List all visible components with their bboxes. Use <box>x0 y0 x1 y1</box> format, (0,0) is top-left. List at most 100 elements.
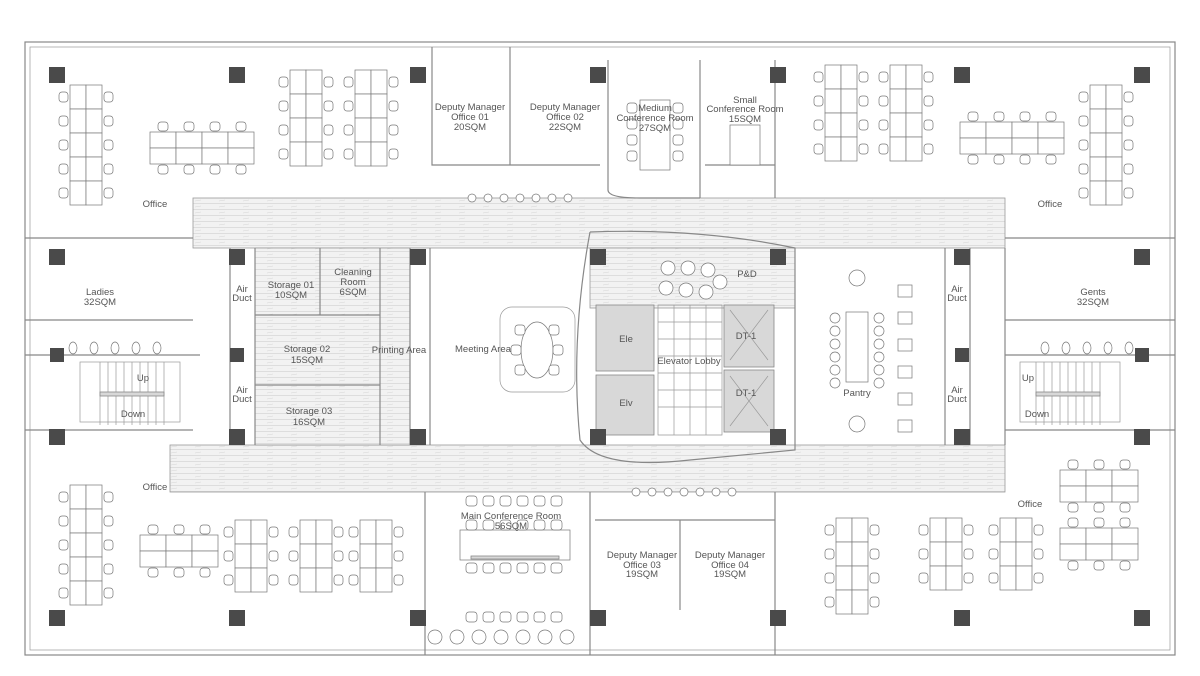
desk <box>1059 543 1087 561</box>
chair <box>388 148 399 160</box>
chair <box>626 150 638 162</box>
label-storage-01: Storage 01 <box>268 280 314 291</box>
desk <box>1085 485 1113 503</box>
chair <box>278 100 289 112</box>
chair <box>388 76 399 88</box>
toilet <box>1124 341 1134 355</box>
label-storage-02-area: 15SQM <box>291 355 323 366</box>
bar-stool <box>897 392 913 406</box>
column <box>410 249 426 265</box>
desk <box>1089 156 1107 182</box>
plant <box>700 262 716 278</box>
chair <box>829 325 841 337</box>
chair <box>58 515 69 527</box>
desk <box>905 64 923 90</box>
chair <box>58 563 69 575</box>
desk <box>905 112 923 138</box>
chair <box>103 539 114 551</box>
label-pantry: Pantry <box>843 388 871 399</box>
chair <box>343 124 354 136</box>
desk <box>959 137 987 155</box>
desk <box>201 131 229 149</box>
desk <box>929 541 947 567</box>
label-stair-right-up: Up <box>1022 373 1034 384</box>
desk <box>985 137 1013 155</box>
desk <box>315 567 333 593</box>
stool <box>547 193 557 203</box>
column <box>770 610 786 626</box>
chair <box>1019 154 1031 165</box>
desk <box>370 117 388 143</box>
label-dm-office-03-area: 19SQM <box>626 569 658 580</box>
desk <box>370 93 388 119</box>
chair <box>499 562 512 574</box>
chair <box>548 364 560 376</box>
desk <box>1105 132 1123 158</box>
plant <box>493 629 509 645</box>
desk <box>315 519 333 545</box>
chair <box>988 548 999 560</box>
column <box>590 429 606 445</box>
desk <box>370 141 388 167</box>
label-stair-left-up: Up <box>137 373 149 384</box>
bar-stool <box>897 284 913 298</box>
chair <box>1123 91 1134 103</box>
chair <box>58 491 69 503</box>
label-main-conference: Main Conference Room <box>461 511 561 522</box>
chair <box>58 187 69 199</box>
desk <box>1111 527 1139 545</box>
plant <box>537 629 553 645</box>
chair <box>963 548 974 560</box>
desk <box>1089 108 1107 134</box>
main-conference-table-strip <box>470 555 560 560</box>
chair <box>869 548 880 560</box>
toilet <box>89 341 99 355</box>
chair <box>173 567 185 578</box>
stair-right <box>1019 361 1121 425</box>
desk <box>1085 469 1113 487</box>
desk <box>1011 137 1039 155</box>
desk <box>1015 541 1033 567</box>
toilet <box>1061 341 1071 355</box>
chair <box>533 495 546 507</box>
chair <box>465 611 478 623</box>
desk <box>359 567 377 593</box>
chair <box>672 102 684 114</box>
toilet <box>68 341 78 355</box>
chair <box>173 524 185 535</box>
label-dm-office-03: Deputy Manager <box>607 550 677 561</box>
desk <box>359 543 377 569</box>
desk <box>945 565 963 591</box>
meeting-area-rug <box>499 306 576 393</box>
plant <box>515 629 531 645</box>
chair <box>223 550 234 562</box>
chair <box>829 364 841 376</box>
label-ladies: Ladies <box>86 287 114 298</box>
chair <box>482 519 495 531</box>
desk <box>1111 469 1139 487</box>
desk <box>85 580 103 606</box>
desk <box>824 112 842 138</box>
desk <box>85 484 103 510</box>
desk <box>889 112 907 138</box>
desk <box>69 156 87 182</box>
desk <box>85 532 103 558</box>
label-printing-area: Printing Area <box>372 345 427 356</box>
toilet <box>152 341 162 355</box>
chair <box>923 119 934 131</box>
desk <box>851 541 869 567</box>
chair <box>873 377 885 389</box>
column <box>954 610 970 626</box>
desk <box>85 108 103 134</box>
desk <box>69 532 87 558</box>
desk <box>305 117 323 143</box>
desk <box>375 519 393 545</box>
toilet <box>131 341 141 355</box>
chair <box>813 95 824 107</box>
toilet <box>1103 341 1113 355</box>
plant <box>449 629 465 645</box>
label-dm-office-04: Deputy Manager <box>695 550 765 561</box>
chair <box>626 134 638 146</box>
chair <box>1033 572 1044 584</box>
